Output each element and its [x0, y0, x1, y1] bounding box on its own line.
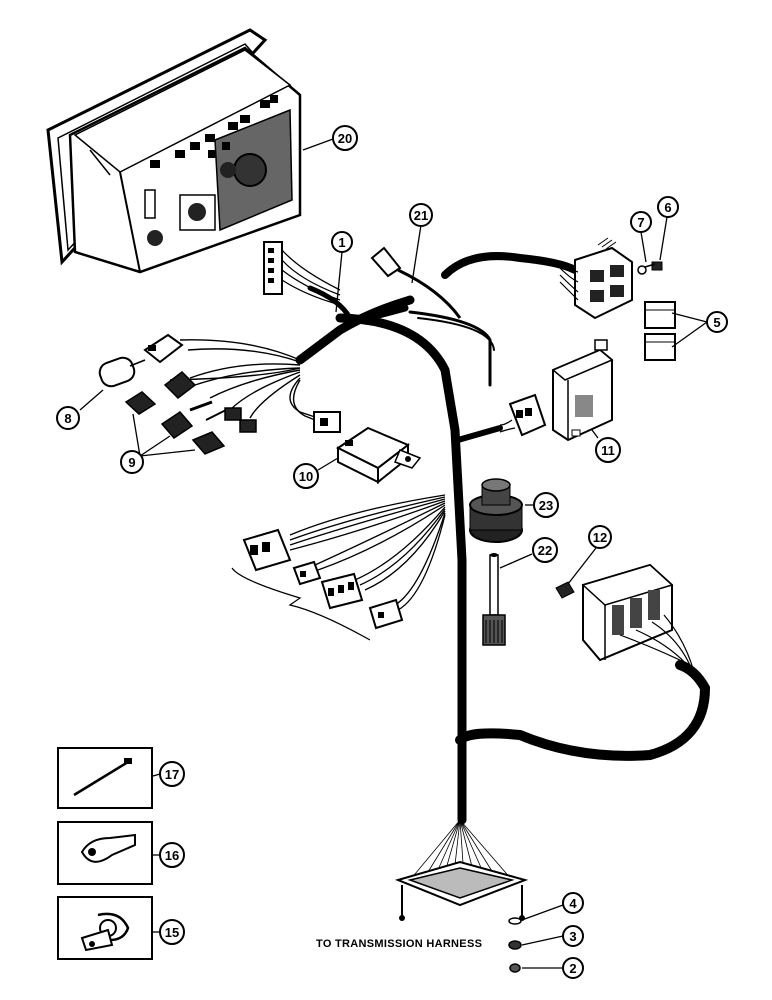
callout-16-label: 16	[165, 848, 179, 863]
callout-16: 16	[159, 842, 185, 868]
callout-7: 7	[630, 211, 652, 233]
callout-2-label: 2	[569, 961, 576, 976]
control-module	[499, 339, 614, 442]
left-branch-wires	[169, 339, 321, 423]
shaft	[482, 553, 506, 646]
callout-6-label: 6	[664, 200, 671, 215]
callout-15: 15	[159, 919, 185, 945]
callout-9: 9	[120, 450, 144, 474]
callout-23: 23	[533, 492, 559, 518]
callout-11-label: 11	[601, 443, 615, 458]
callout-21: 21	[409, 203, 433, 227]
callout-22-label: 22	[538, 543, 552, 558]
fuse-block	[581, 563, 695, 673]
main-harness	[295, 252, 711, 825]
callout-5-label: 5	[713, 315, 720, 330]
top-connector	[263, 241, 341, 306]
knob	[469, 478, 523, 543]
callout-12: 12	[588, 525, 612, 549]
relays	[644, 301, 676, 361]
leader-lines	[79, 138, 708, 969]
callout-7-label: 7	[637, 215, 644, 230]
callout-3: 3	[562, 925, 584, 947]
callout-20: 20	[332, 125, 358, 151]
callout-3-label: 3	[569, 929, 576, 944]
callout-2: 2	[562, 957, 584, 979]
callout-17-label: 17	[165, 767, 179, 782]
instrument-cluster	[46, 28, 302, 274]
left-branch-connectors	[98, 333, 341, 455]
cable-21	[370, 246, 462, 319]
callout-10: 10	[293, 463, 319, 489]
callout-6: 6	[657, 196, 679, 218]
callout-17: 17	[159, 761, 185, 787]
relay-base	[559, 237, 633, 320]
lower-left-connectors	[231, 494, 446, 641]
callout-15-label: 15	[165, 925, 179, 940]
callout-1-label: 1	[338, 235, 345, 250]
callout-11: 11	[595, 437, 621, 463]
callout-8-label: 8	[64, 411, 71, 426]
callout-4: 4	[562, 892, 584, 914]
transmission-connector	[394, 819, 529, 973]
callout-9-label: 9	[128, 455, 135, 470]
callout-21-label: 21	[414, 208, 428, 223]
callout-10-label: 10	[299, 469, 313, 484]
callout-12-label: 12	[593, 530, 607, 545]
callout-8: 8	[56, 406, 80, 430]
inset-ring-terminal	[57, 821, 153, 885]
callout-23-label: 23	[539, 498, 553, 513]
callout-20-label: 20	[338, 131, 352, 146]
flasher-module	[336, 426, 422, 485]
callout-1: 1	[331, 231, 353, 253]
clip	[555, 581, 575, 599]
inset-cable-clamp	[57, 896, 153, 960]
callout-5: 5	[706, 311, 728, 333]
inset-cable-tie	[57, 747, 153, 809]
callout-4-label: 4	[569, 896, 577, 911]
callout-22: 22	[532, 537, 558, 563]
screw-washer	[637, 261, 663, 275]
transmission-harness-caption: TO TRANSMISSION HARNESS	[316, 938, 482, 950]
